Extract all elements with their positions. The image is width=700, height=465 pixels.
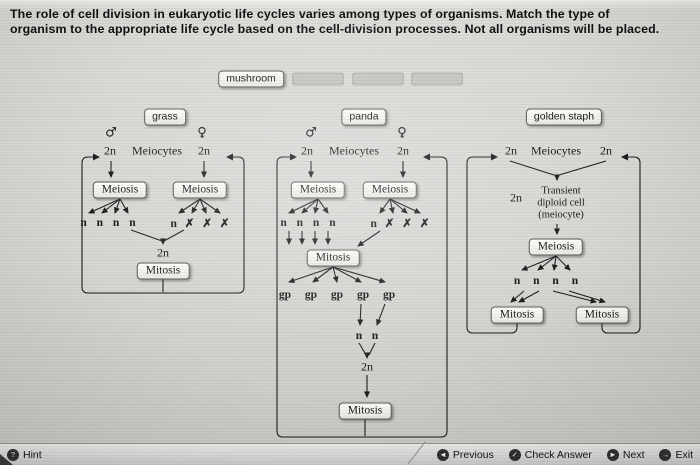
gametophytes-row: gp gp gp gp gp	[278, 289, 396, 301]
check-answer-button[interactable]: ✓ Check Answer	[508, 448, 592, 461]
male-symbol: ♂	[105, 125, 117, 141]
transient-2n: 2n	[510, 190, 522, 205]
meiocyte-2n-left: 2n	[505, 143, 517, 158]
exit-label: Exit	[675, 448, 693, 461]
meiocyte-2n-right: 2n	[397, 143, 409, 158]
haploid-products-male: n n n n	[280, 217, 336, 229]
zygote-2n: 2n	[361, 359, 373, 374]
meiocytes-label: Meiocytes	[132, 143, 182, 158]
haploid-products: n n n n	[513, 275, 579, 287]
gamete-n-left: n	[355, 330, 363, 342]
haploid-products-male: n n n n	[80, 217, 136, 229]
meiosis-box: Meiosis	[290, 181, 346, 199]
exit-icon: →	[659, 448, 672, 461]
transient-cell-line1: Transient	[541, 185, 581, 197]
mitosis-box: Mitosis	[490, 306, 544, 324]
placed-label-panda[interactable]: panda	[341, 108, 387, 126]
instructions-line2: organism to the appropriate life cycle b…	[10, 22, 660, 36]
hint-label: Hint	[23, 448, 42, 461]
zygote-2n: 2n	[157, 245, 169, 260]
empty-tray-slot-2[interactable]	[352, 72, 404, 86]
check-answer-icon: ✓	[508, 448, 521, 461]
meiocytes-label: Meiocytes	[329, 143, 379, 158]
female-symbol: ♀	[197, 125, 207, 141]
previous-label: Previous	[452, 448, 494, 461]
mitosis-box: Mitosis	[136, 262, 190, 280]
meiosis-box: Meiosis	[528, 238, 584, 256]
mitosis-box: Mitosis	[306, 249, 360, 267]
next-button[interactable]: ► Next	[606, 448, 645, 461]
mitosis-box: Mitosis	[338, 402, 392, 420]
meiocytes-label: Meiocytes	[531, 143, 581, 158]
previous-button[interactable]: ◄ Previous	[436, 448, 494, 461]
meiosis-box: Meiosis	[92, 181, 148, 199]
meiosis-box: Meiosis	[172, 181, 228, 199]
instructions-line1: The role of cell division in eukaryotic …	[10, 7, 610, 21]
meiocyte-2n-left: 2n	[104, 143, 116, 158]
meiosis-box: Meiosis	[362, 181, 418, 199]
footer-bar: ? Hint ◄ Previous ✓ Check Answer ► Next …	[0, 443, 700, 465]
placed-label-golden-staph[interactable]: golden staph	[525, 108, 603, 126]
check-answer-label: Check Answer	[524, 448, 592, 461]
meiocyte-2n-left: 2n	[301, 143, 313, 158]
placed-label-grass[interactable]: grass	[144, 108, 186, 126]
previous-icon: ◄	[436, 448, 449, 461]
haploid-products-female: n ✗ ✗ ✗	[370, 218, 430, 230]
transient-cell-line3: (meiocyte)	[538, 209, 584, 221]
exit-button[interactable]: → Exit	[659, 448, 693, 461]
empty-tray-slot-1[interactable]	[292, 72, 344, 86]
mitosis-box: Mitosis	[575, 306, 629, 324]
gamete-n-right: n	[371, 330, 379, 342]
next-label: Next	[622, 448, 645, 461]
corner-artifact	[0, 454, 13, 465]
female-symbol: ♀	[397, 125, 407, 141]
draggable-label-mushroom[interactable]: mushroom	[218, 70, 284, 88]
male-symbol: ♂	[305, 125, 317, 141]
empty-tray-slot-3[interactable]	[411, 72, 463, 86]
meiocyte-2n-right: 2n	[198, 143, 210, 158]
next-icon: ►	[606, 448, 619, 461]
transient-cell-line2: diploid cell	[537, 197, 585, 209]
haploid-products-female: n ✗ ✗ ✗	[170, 218, 230, 230]
footer-nav-group: ◄ Previous ✓ Check Answer ► Next → Exit	[436, 448, 693, 461]
meiocyte-2n-right: 2n	[600, 143, 612, 158]
